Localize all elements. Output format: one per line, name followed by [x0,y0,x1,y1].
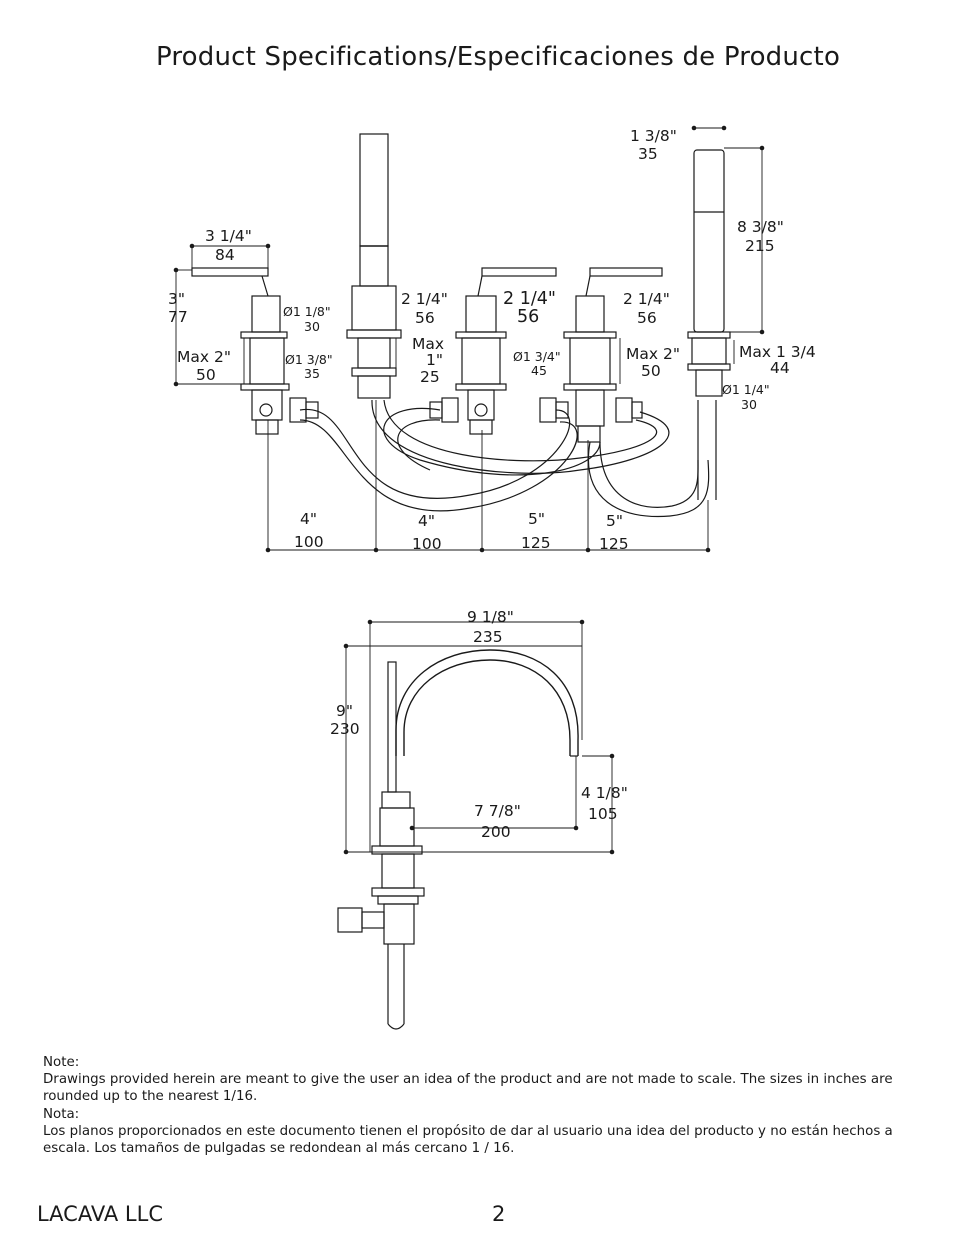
center-height-in: 2 1/4" [503,289,556,309]
handshower-width-mm: 35 [638,145,658,163]
supply-hoses [289,397,710,518]
spacing-1-mm: 100 [294,533,324,551]
handshower-length-in: 8 3/8" [737,218,784,236]
reach-mm: 235 [473,628,503,646]
center-dia-mm: 45 [531,363,547,378]
left-dia-in: Ø1 3/8" [285,352,333,367]
left-valve-handle [191,267,290,435]
dimension-dots-top [173,125,765,553]
height-mm: 230 [330,720,360,738]
center-dia-in: Ø1 3/4" [513,349,561,364]
note-text-es: Los planos proporcionados en este docume… [43,1123,893,1157]
spout-max-l1: Max [412,335,444,353]
spacing-2-in: 4" [418,512,435,530]
spacing-3-in: 5" [528,510,545,528]
handshower-dia-in: Ø1 1/4" [722,382,770,397]
spacing-4-in: 5" [606,512,623,530]
spout-max-l2: 1" [426,351,443,369]
spout-dia-mm: 30 [304,319,320,334]
spacing-1-in: 4" [300,510,317,528]
spout-height-in: 2 1/4" [401,290,448,308]
drop-in: 4 1/8" [581,784,628,802]
drop-mm: 105 [588,805,618,823]
left-handle-width-mm: 84 [215,246,235,264]
reach-in: 9 1/8" [467,608,514,626]
left-max-mm: 50 [196,366,216,384]
left-handle-height-mm: 77 [168,308,188,326]
handshower-dia-mm: 30 [741,397,757,412]
spout-height-mm: 56 [415,309,435,327]
handshower-max-mm: 44 [770,359,790,377]
left-handle-width-in: 3 1/4" [205,227,252,245]
note-heading-es: Nota: [43,1106,80,1122]
dimension-lines-side [345,621,613,853]
note-heading-en: Note: [43,1055,80,1070]
dimension-dots-side [343,619,615,855]
spout-riser [346,133,402,399]
right-max-mm: 50 [641,362,661,380]
spout-to-center-in: 7 7/8" [474,802,521,820]
company-name: LACAVA LLC [37,1202,163,1226]
right-valve-handle [563,267,663,443]
spacing-3-mm: 125 [521,534,551,552]
spout-max-mm: 25 [420,368,440,386]
note-text-en: Drawings provided herein are meant to gi… [43,1072,893,1105]
left-handle-height-in: 3" [168,290,185,308]
spacing-4-mm: 125 [599,535,629,553]
left-max-in: Max 2" [177,348,231,366]
right-height-mm: 56 [637,309,657,327]
side-view-faucet [337,649,579,1030]
dimension-lines-top [175,127,763,551]
page-number: 2 [492,1202,506,1226]
center-height-mm: 56 [517,307,539,327]
page-title: Product Specifications/Especificaciones … [155,42,841,72]
spout-dia-in: Ø1 1/8" [283,304,331,319]
handshower-width-in: 1 3/8" [630,127,677,145]
handshower-max-in: Max 1 3/4 [739,343,816,361]
spout-to-center-mm: 200 [481,823,511,841]
left-dia-mm: 35 [304,366,320,381]
spacing-2-mm: 100 [412,535,442,553]
handshower-length-mm: 215 [745,237,775,255]
handshower [687,149,731,500]
center-valve-handle [455,267,557,435]
disclaimer-note: Note: Drawings provided herein are meant… [43,1054,923,1157]
right-height-in: 2 1/4" [623,290,670,308]
height-in: 9" [336,702,353,720]
right-max-in: Max 2" [626,345,680,363]
